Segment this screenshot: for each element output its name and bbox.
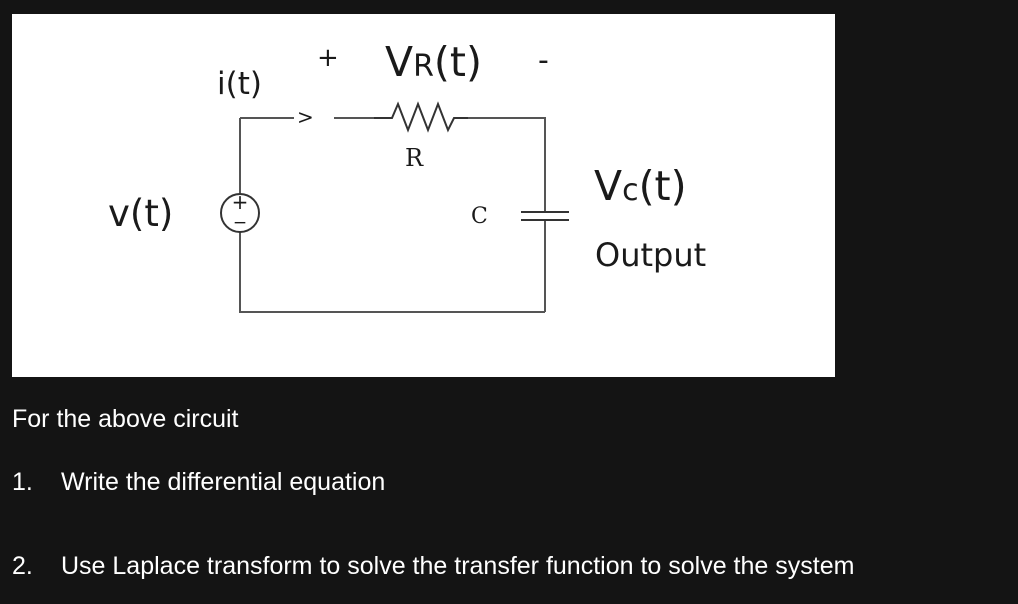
output-label: Output	[595, 236, 706, 274]
circuit-diagram: > + − i(t) v(t) + VR(t) - R C Vc(t) Outp…	[12, 14, 835, 377]
vr-plus-sign: +	[317, 43, 339, 73]
source-plus-sign: +	[232, 190, 249, 214]
question-2-number: 2.	[12, 552, 33, 580]
capacitor-label: C	[471, 204, 488, 229]
resistor-label: R	[405, 144, 424, 172]
source-minus-sign: −	[233, 213, 247, 233]
vr-label: VR(t)	[385, 38, 482, 86]
vr-minus-sign: -	[538, 43, 549, 78]
wire-from-resistor	[468, 117, 546, 212]
question-2: 2. Use Laplace transform to solve the tra…	[12, 552, 854, 581]
intro-text: For the above circuit	[12, 405, 239, 433]
question-1-number: 1.	[12, 468, 33, 496]
vr-label-main: V	[385, 38, 413, 86]
current-arrow: >	[297, 105, 314, 129]
vr-label-tail: (t)	[434, 38, 482, 86]
question-1: 1. Write the differential equation	[12, 468, 385, 497]
current-label: i(t)	[217, 66, 262, 102]
question-2-text: Use Laplace transform to solve the trans…	[61, 552, 855, 580]
vc-label-main: V	[594, 162, 622, 210]
resistor-symbol	[374, 101, 468, 133]
wire-bottom	[239, 232, 545, 313]
vc-label-tail: (t)	[639, 162, 687, 210]
vr-label-sub: R	[413, 49, 434, 84]
vc-label-sub: c	[622, 173, 639, 208]
source-voltage-label: v(t)	[108, 192, 173, 235]
vc-label: Vc(t)	[594, 162, 687, 210]
voltage-source-symbol	[220, 193, 260, 233]
circuit-schematic: > + − i(t) v(t) + VR(t) - R C Vc(t) Outp…	[108, 38, 706, 313]
question-1-text: Write the differential equation	[61, 468, 386, 496]
